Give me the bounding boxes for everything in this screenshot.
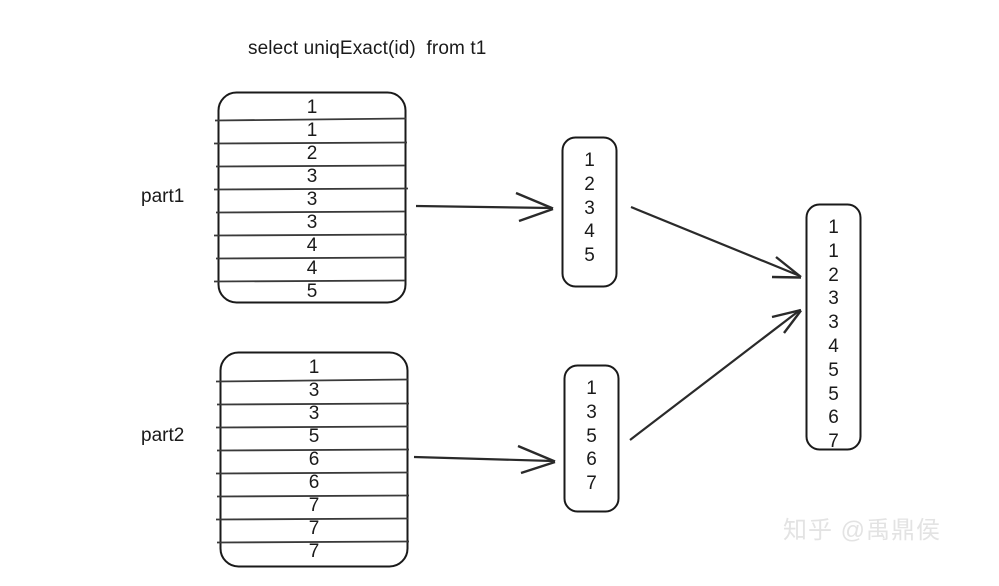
arrow-part1-to-partial1: [415, 191, 554, 223]
table-row: 6: [308, 472, 320, 493]
table-row: 1: [306, 120, 318, 141]
value-item: 1: [586, 378, 597, 399]
value-item: 5: [586, 425, 597, 447]
arrow-partial2-to-merged: [629, 308, 802, 441]
partial-box-1-outline: [561, 136, 618, 288]
partial-box-2-outline: [563, 364, 620, 513]
part1-row-separators: [213, 117, 409, 283]
value-item: 5: [828, 359, 839, 381]
value-item: 3: [586, 401, 597, 423]
value-item: 2: [584, 173, 595, 195]
table-row: 3: [306, 189, 318, 210]
table-row: 4: [306, 235, 318, 256]
table-row: 5: [306, 281, 318, 302]
watermark: 知乎 @禹鼎侯: [783, 517, 942, 544]
table-row: 7: [308, 495, 320, 516]
value-item: 4: [828, 335, 839, 357]
arrow-partial1-to-merged: [630, 205, 802, 279]
value-item: 6: [828, 407, 839, 429]
part1-table-outline: [217, 91, 407, 304]
table-row: 4: [306, 258, 318, 279]
value-item: 7: [828, 431, 839, 453]
table-row: 1: [308, 357, 320, 378]
merged-box-outline: [805, 203, 862, 451]
query-title: select uniqExact(id) from t1: [248, 38, 487, 59]
value-item: 2: [828, 264, 839, 286]
table-row: 5: [308, 426, 320, 447]
table-row: 6: [308, 449, 320, 470]
table-row: 7: [308, 518, 320, 539]
value-item: 4: [584, 221, 595, 243]
table-row: 3: [308, 380, 320, 401]
part1-label: part1: [141, 186, 185, 207]
part2-table-outline: [219, 351, 409, 568]
table-row: 3: [306, 166, 318, 187]
value-item: 1: [828, 240, 839, 262]
table-row: 1: [306, 97, 318, 118]
value-item: 7: [586, 473, 597, 495]
value-item: 6: [586, 449, 597, 471]
table-row: 3: [306, 212, 318, 233]
table-row: 3: [308, 403, 320, 424]
value-item: 1: [828, 217, 839, 238]
part2-label: part2: [141, 425, 185, 446]
value-item: 3: [828, 288, 839, 310]
value-item: 3: [584, 197, 595, 219]
arrow-part2-to-partial2: [413, 444, 556, 475]
table-row: 2: [306, 143, 318, 164]
value-item: 1: [584, 150, 595, 171]
value-item: 3: [828, 312, 839, 334]
part2-row-separators: [215, 378, 410, 544]
value-item: 5: [584, 245, 595, 267]
table-row: 7: [308, 541, 320, 562]
value-item: 5: [828, 383, 839, 405]
